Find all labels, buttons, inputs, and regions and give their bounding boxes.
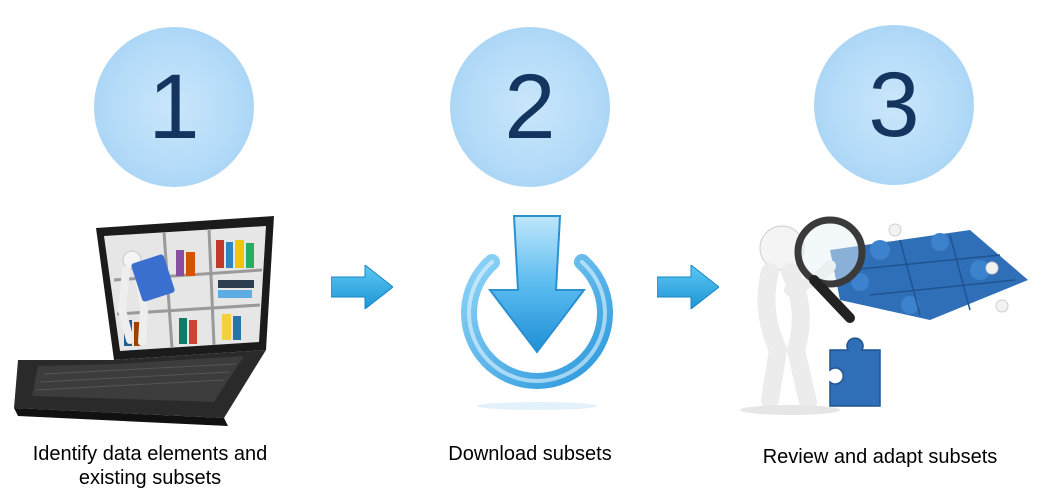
step-1-caption-line2: existing subsets (78, 467, 222, 489)
step-2-caption: Download subsets (400, 442, 660, 466)
laptop-library-icon (14, 216, 274, 426)
arrow-right-icon (331, 265, 393, 309)
step-1-caption-line1: Identify data elements and (32, 443, 268, 465)
step-1-circle: 1 (94, 27, 254, 187)
step-3-caption-line1: Review and adapt subsets (762, 446, 998, 468)
step-2-caption-line1: Download subsets (448, 443, 612, 465)
magnifier-puzzle-icon (740, 216, 1028, 415)
step-2-number: 2 (504, 56, 556, 158)
arrow-right-icon (657, 265, 719, 309)
step-1-caption: Identify data elements and existing subs… (0, 442, 300, 490)
step-2-circle: 2 (450, 27, 610, 187)
step-3-number: 3 (868, 54, 920, 156)
step-3-caption: Review and adapt subsets (720, 445, 1040, 469)
step-3-circle: 3 (814, 25, 974, 185)
step-1-number: 1 (148, 56, 200, 158)
download-icon (461, 215, 613, 410)
